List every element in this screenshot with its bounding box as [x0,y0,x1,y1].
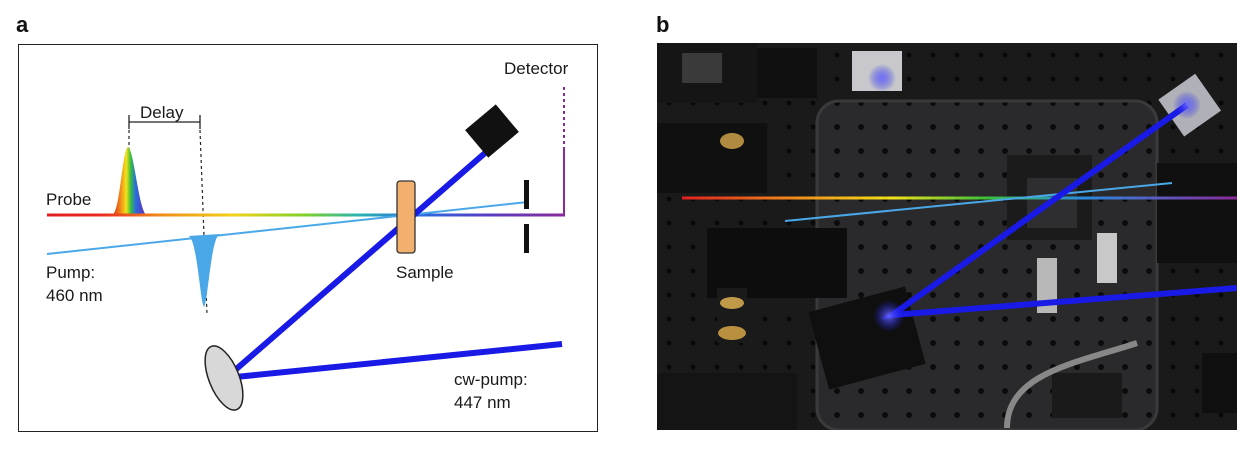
panel-b-label: b [656,12,670,37]
laser-source-icon [465,104,519,158]
probe-label: Probe [46,190,91,209]
sample-label: Sample [396,263,454,282]
setup-photo [657,43,1237,430]
probe-pulse [112,147,146,215]
mirror-icon [204,345,244,411]
cw-pump-beam [216,137,563,382]
pump-pulse [188,234,220,307]
cw-pump-label-line2: 447 nm [454,393,511,412]
sample-icon [396,180,416,254]
delay-label: Delay [140,103,184,122]
pump-label-line1: Pump: [46,263,95,282]
pump-beam [46,201,529,255]
panel-a-label: a [16,12,29,37]
detector-label: Detector [504,59,569,78]
aperture-lower-blade [524,224,529,253]
pump-label-line2: 460 nm [46,286,103,305]
cw-pump-label-line1: cw-pump: [454,370,528,389]
aperture-upper-blade [524,180,529,209]
